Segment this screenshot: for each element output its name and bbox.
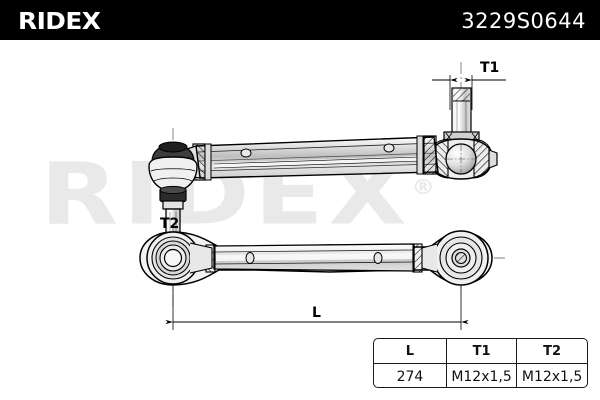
specification-table: L T1 T2 274 M12x1,5 M12x1,5	[373, 338, 588, 388]
value-cell-l: 274	[374, 363, 447, 387]
l-dimension	[165, 286, 469, 330]
arm-shaft-upper	[195, 136, 439, 179]
right-ball-joint	[429, 138, 498, 180]
header-cell-t2: T2	[516, 339, 587, 364]
left-ball-joint	[148, 141, 201, 210]
l-label: L	[312, 305, 321, 321]
t2-label: T2	[160, 216, 180, 232]
value-cell-t1: M12x1,5	[446, 363, 518, 387]
spec-table-grid: L T1 T2 274 M12x1,5 M12x1,5	[374, 339, 587, 387]
ridex-logo: RIDEX	[18, 9, 101, 35]
t1-dimension	[432, 75, 506, 110]
value-cell-t2: M12x1,5	[521, 368, 583, 385]
part-number: 3229S0644	[461, 9, 586, 33]
t1-label: T1	[480, 60, 500, 76]
registered-mark-icon: ®	[411, 175, 435, 199]
right-threaded-stud	[443, 87, 480, 143]
header-cell-t1: T1	[446, 339, 518, 364]
header-cell-l: L	[374, 339, 447, 364]
left-housing-plan	[146, 231, 213, 285]
table-row: 274 M12x1,5 M12x1,5	[374, 363, 587, 387]
table-header-row: L T1 T2	[374, 339, 587, 364]
side-elevation-view	[148, 62, 506, 259]
technical-drawing	[139, 62, 506, 330]
header-banner: RIDEX 3229S0644	[0, 0, 600, 40]
right-housing-plan	[421, 230, 489, 286]
plan-view	[139, 228, 505, 330]
